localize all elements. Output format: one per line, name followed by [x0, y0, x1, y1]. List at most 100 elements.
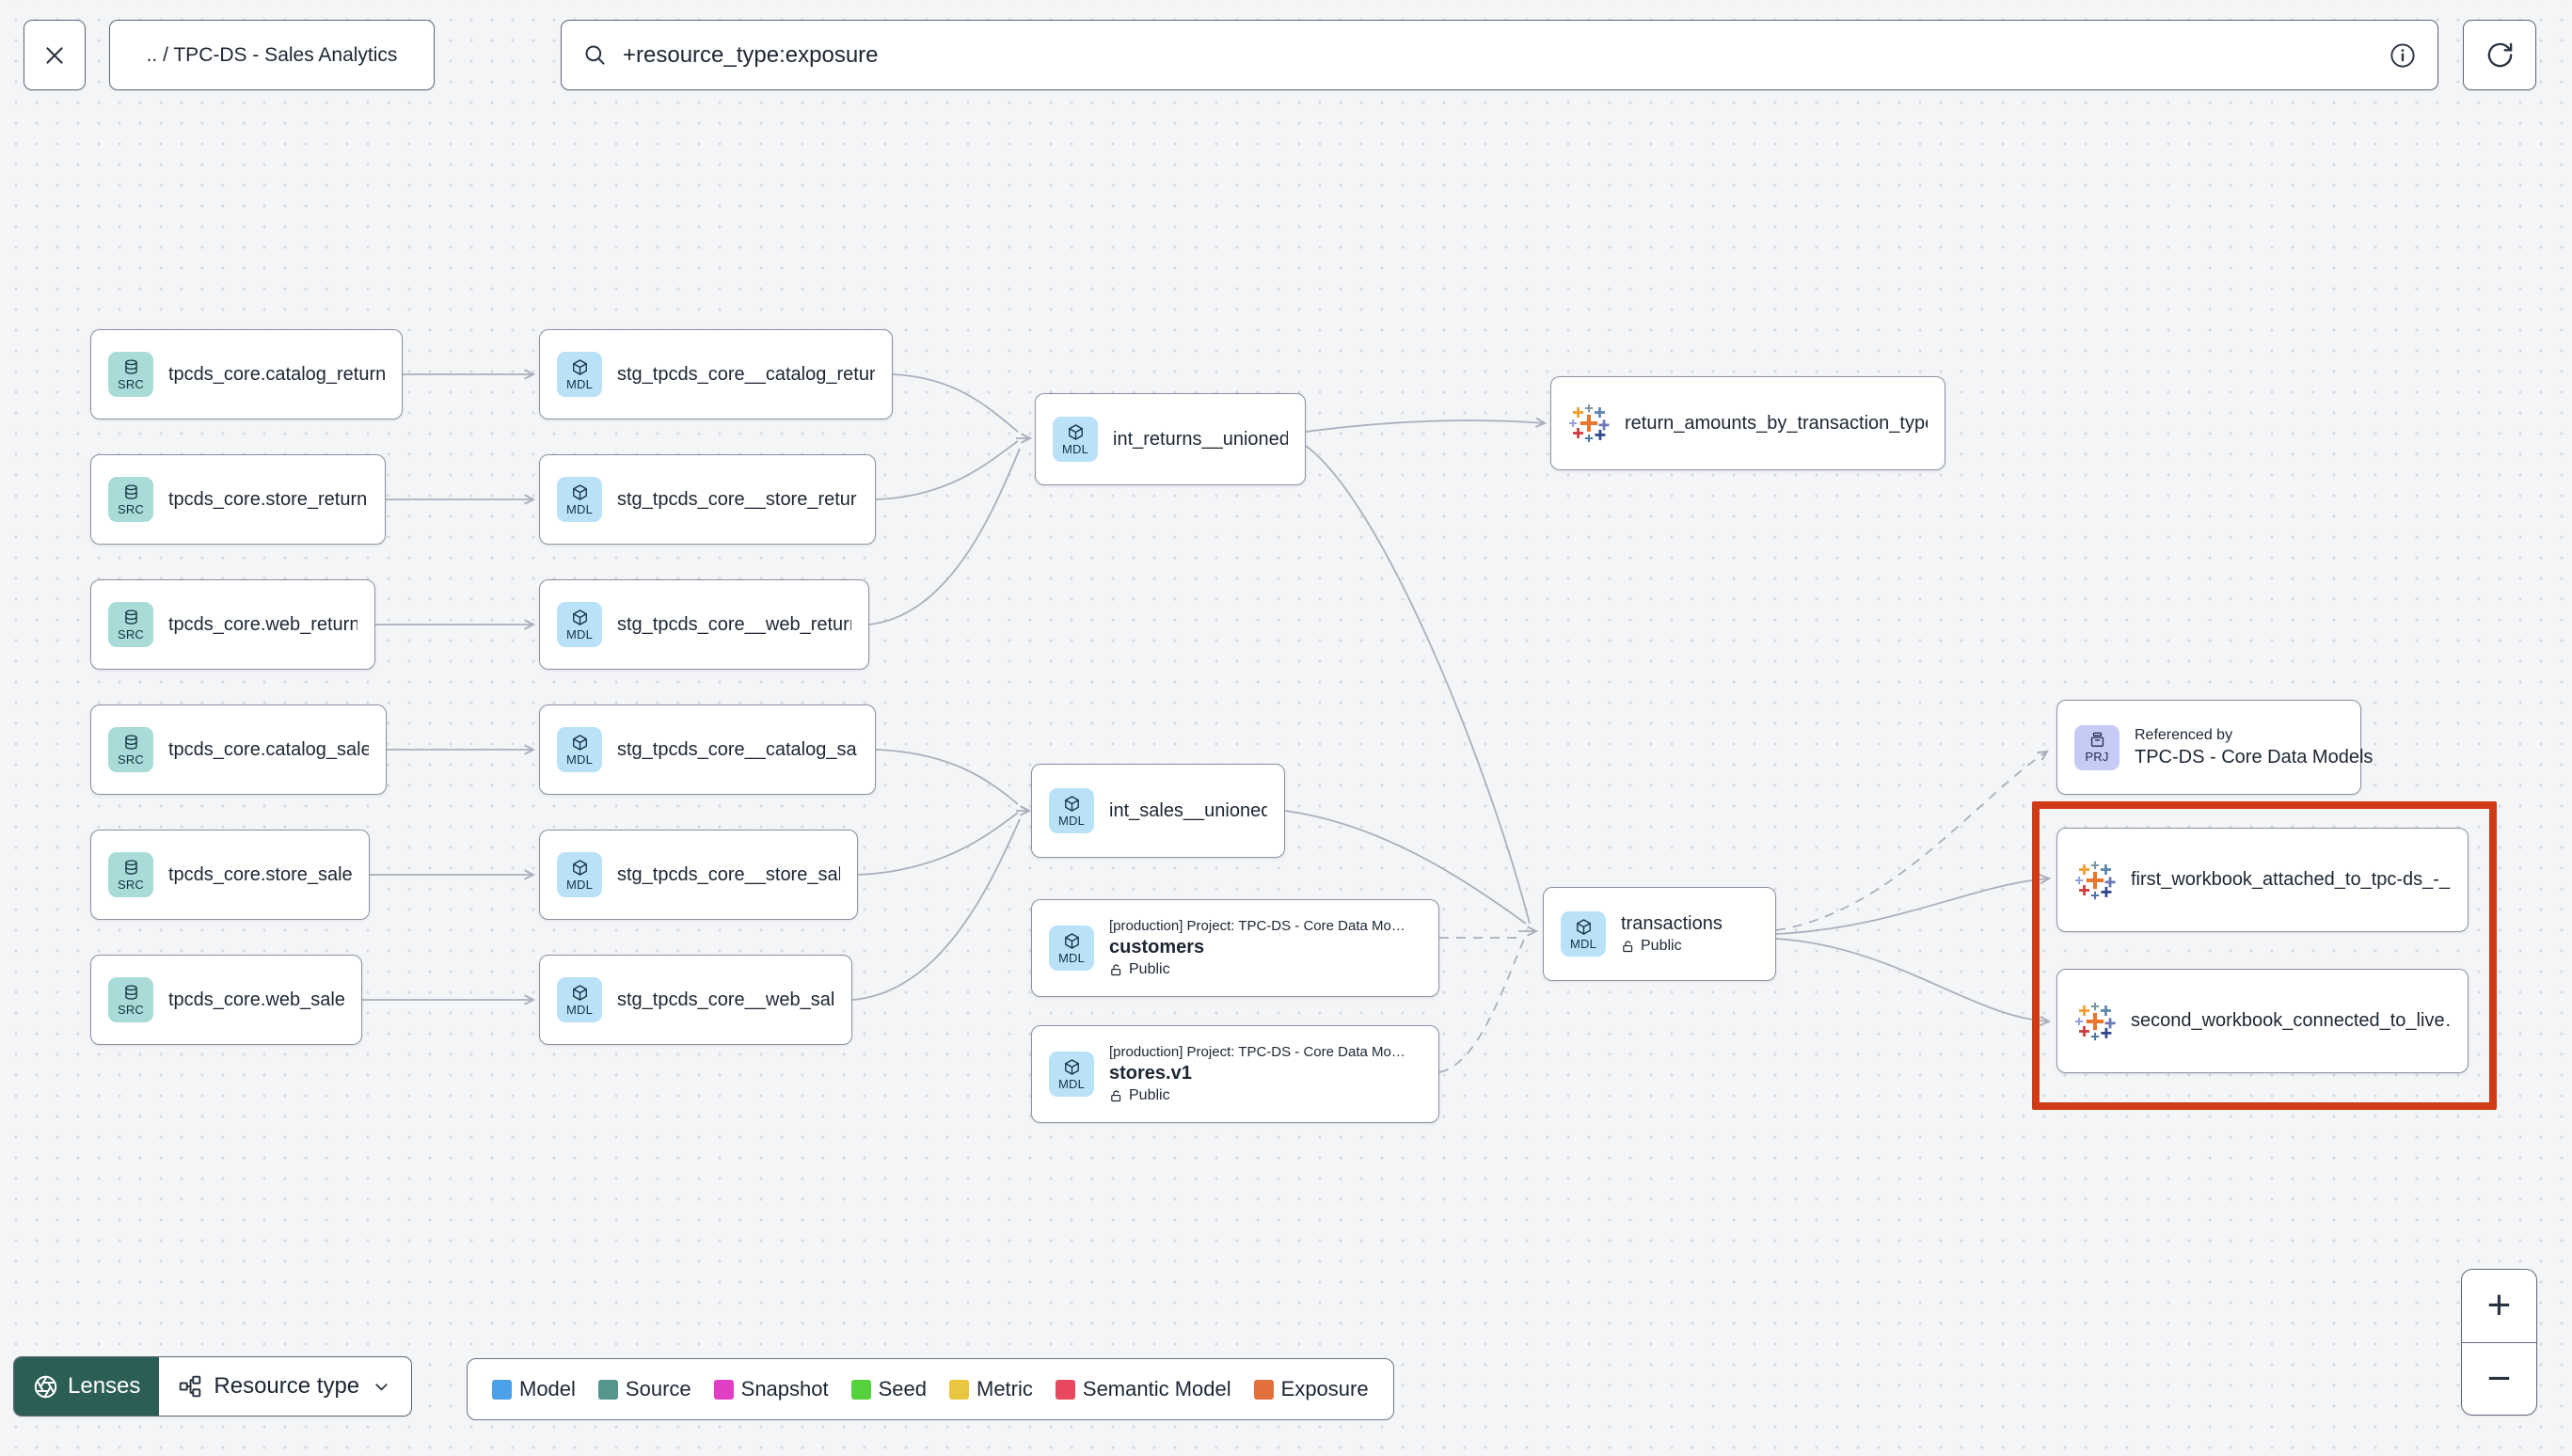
database-icon [122, 859, 140, 877]
legend-item-seed: Seed [850, 1377, 927, 1401]
project-label: [production] Project: TPC-DS - Core Data… [1109, 1044, 1405, 1060]
node-transactions[interactable]: MDL transactions Public [1543, 887, 1776, 981]
node-label: stores.v1 [1109, 1063, 1192, 1084]
highlight-box [2032, 801, 2497, 1110]
node-source-catalog-returns[interactable]: SRC tpcds_core.catalog_returns [90, 329, 403, 419]
zoom-in-button[interactable]: + [2486, 1282, 2512, 1329]
lock-open-icon [1109, 963, 1123, 977]
cube-icon [1067, 423, 1085, 441]
node-label: stg_tpcds_core__store_sales [617, 863, 840, 885]
node-label: tpcds_core.store_returns [168, 488, 368, 510]
cube-icon [1063, 932, 1081, 950]
node-label: stg_tpcds_core__store_returns [617, 488, 858, 510]
node-exposure-first-workbook[interactable]: first_workbook_attached_to_tpc-ds_-_… [2056, 828, 2469, 932]
seed-swatch [850, 1379, 871, 1400]
model-swatch [492, 1379, 512, 1400]
node-stg-catalog-returns[interactable]: MDL stg_tpcds_core__catalog_returns [539, 329, 893, 419]
legend: Model Source Snapshot Seed Metric Semant… [467, 1358, 1394, 1420]
node-exposure-return-amounts[interactable]: return_amounts_by_transaction_type [1550, 376, 1945, 470]
source-badge: SRC [108, 852, 153, 897]
node-label: tpcds_core.web_returns [168, 613, 357, 635]
node-stores-v1[interactable]: MDL [production] Project: TPC-DS - Core … [1031, 1025, 1439, 1123]
node-int-returns-unioned[interactable]: MDL int_returns__unioned [1035, 393, 1306, 485]
close-button[interactable] [24, 20, 86, 90]
cube-icon [571, 859, 589, 877]
project-label: [production] Project: TPC-DS - Core Data… [1109, 918, 1405, 934]
node-stg-store-returns[interactable]: MDL stg_tpcds_core__store_returns [539, 454, 876, 545]
source-badge: SRC [108, 727, 153, 772]
semantic-model-swatch [1055, 1379, 1075, 1400]
breadcrumb[interactable]: .. / TPC-DS - Sales Analytics [109, 20, 435, 90]
node-label: stg_tpcds_core__web_returns [617, 613, 851, 635]
snapshot-swatch [713, 1379, 734, 1400]
node-label: customers [1109, 937, 1205, 957]
refresh-button[interactable] [2463, 20, 2536, 90]
refresh-icon [2487, 42, 2512, 68]
node-source-catalog-sales[interactable]: SRC tpcds_core.catalog_sales [90, 704, 387, 795]
model-badge: MDL [1049, 926, 1094, 971]
legend-item-snapshot: Snapshot [713, 1377, 829, 1401]
node-referenced-by-project[interactable]: PRJ Referenced by TPC-DS - Core Data Mod… [2056, 700, 2374, 795]
lenses-control-group: Lenses Resource type [13, 1356, 413, 1416]
node-stg-web-sales[interactable]: MDL stg_tpcds_core__web_sales [539, 955, 852, 1045]
model-badge: MDL [1049, 788, 1094, 833]
tableau-icon [2074, 1001, 2116, 1042]
node-label: first_workbook_attached_to_tpc-ds_-_… [2131, 869, 2451, 890]
node-source-store-returns[interactable]: SRC tpcds_core.store_returns [90, 454, 386, 545]
node-source-web-returns[interactable]: SRC tpcds_core.web_returns [90, 579, 375, 670]
legend-item-semantic-model: Semantic Model [1055, 1377, 1231, 1401]
visibility-row: Public [1109, 961, 1405, 978]
node-source-store-sales[interactable]: SRC tpcds_core.store_sales [90, 830, 370, 920]
lenses-button[interactable]: Lenses [14, 1357, 160, 1416]
node-label: stg_tpcds_core__catalog_sales [617, 738, 858, 760]
project-badge: PRJ [2074, 724, 2120, 770]
zoom-out-button[interactable]: − [2462, 1341, 2536, 1416]
node-stg-web-returns[interactable]: MDL stg_tpcds_core__web_returns [539, 579, 869, 670]
lock-open-icon [1621, 940, 1635, 954]
database-icon [122, 483, 140, 501]
node-label: int_returns__unioned [1113, 428, 1288, 450]
node-label: transactions [1621, 913, 1723, 934]
cube-icon [571, 984, 589, 1002]
model-badge: MDL [557, 477, 602, 522]
search-input[interactable] [621, 40, 2375, 70]
database-icon [122, 609, 140, 626]
legend-item-model: Model [492, 1377, 576, 1401]
hierarchy-icon [180, 1375, 201, 1398]
resource-type-dropdown[interactable]: Resource type [159, 1357, 411, 1416]
database-icon [122, 984, 140, 1002]
source-swatch [597, 1379, 618, 1400]
lock-open-icon [1109, 1089, 1123, 1103]
node-exposure-second-workbook[interactable]: second_workbook_connected_to_live… [2056, 969, 2469, 1073]
metric-swatch [949, 1379, 969, 1400]
visibility-row: Public [1621, 938, 1723, 955]
node-source-web-sales[interactable]: SRC tpcds_core.web_sales [90, 955, 362, 1045]
node-customers[interactable]: MDL [production] Project: TPC-DS - Core … [1031, 899, 1439, 997]
model-badge: MDL [557, 727, 602, 772]
node-stg-catalog-sales[interactable]: MDL stg_tpcds_core__catalog_sales [539, 704, 876, 795]
node-int-sales-unioned[interactable]: MDL int_sales__unioned [1031, 764, 1285, 858]
aperture-icon [34, 1375, 57, 1398]
cube-icon [1063, 1058, 1081, 1076]
info-icon[interactable] [2389, 41, 2417, 70]
search-icon [585, 45, 605, 65]
referenced-by-title: Referenced by [2135, 726, 2233, 743]
node-stg-store-sales[interactable]: MDL stg_tpcds_core__store_sales [539, 830, 858, 920]
model-badge: MDL [557, 602, 602, 647]
node-label: stg_tpcds_core__web_sales [617, 989, 834, 1010]
legend-item-exposure: Exposure [1253, 1377, 1369, 1401]
database-icon [122, 358, 140, 376]
visibility-row: Public [1109, 1087, 1405, 1104]
model-badge: MDL [1053, 417, 1098, 462]
node-label: tpcds_core.store_sales [168, 863, 352, 885]
source-badge: SRC [108, 602, 153, 647]
node-label: return_amounts_by_transaction_type [1625, 412, 1928, 434]
model-badge: MDL [1049, 1052, 1094, 1097]
legend-item-metric: Metric [949, 1377, 1033, 1401]
node-label: TPC-DS - Core Data Models [2135, 746, 2374, 768]
source-badge: SRC [108, 977, 153, 1022]
node-label: tpcds_core.catalog_sales [168, 738, 369, 760]
tableau-icon [1568, 403, 1610, 444]
cube-icon [1063, 795, 1081, 813]
search-bar[interactable] [561, 20, 2438, 90]
